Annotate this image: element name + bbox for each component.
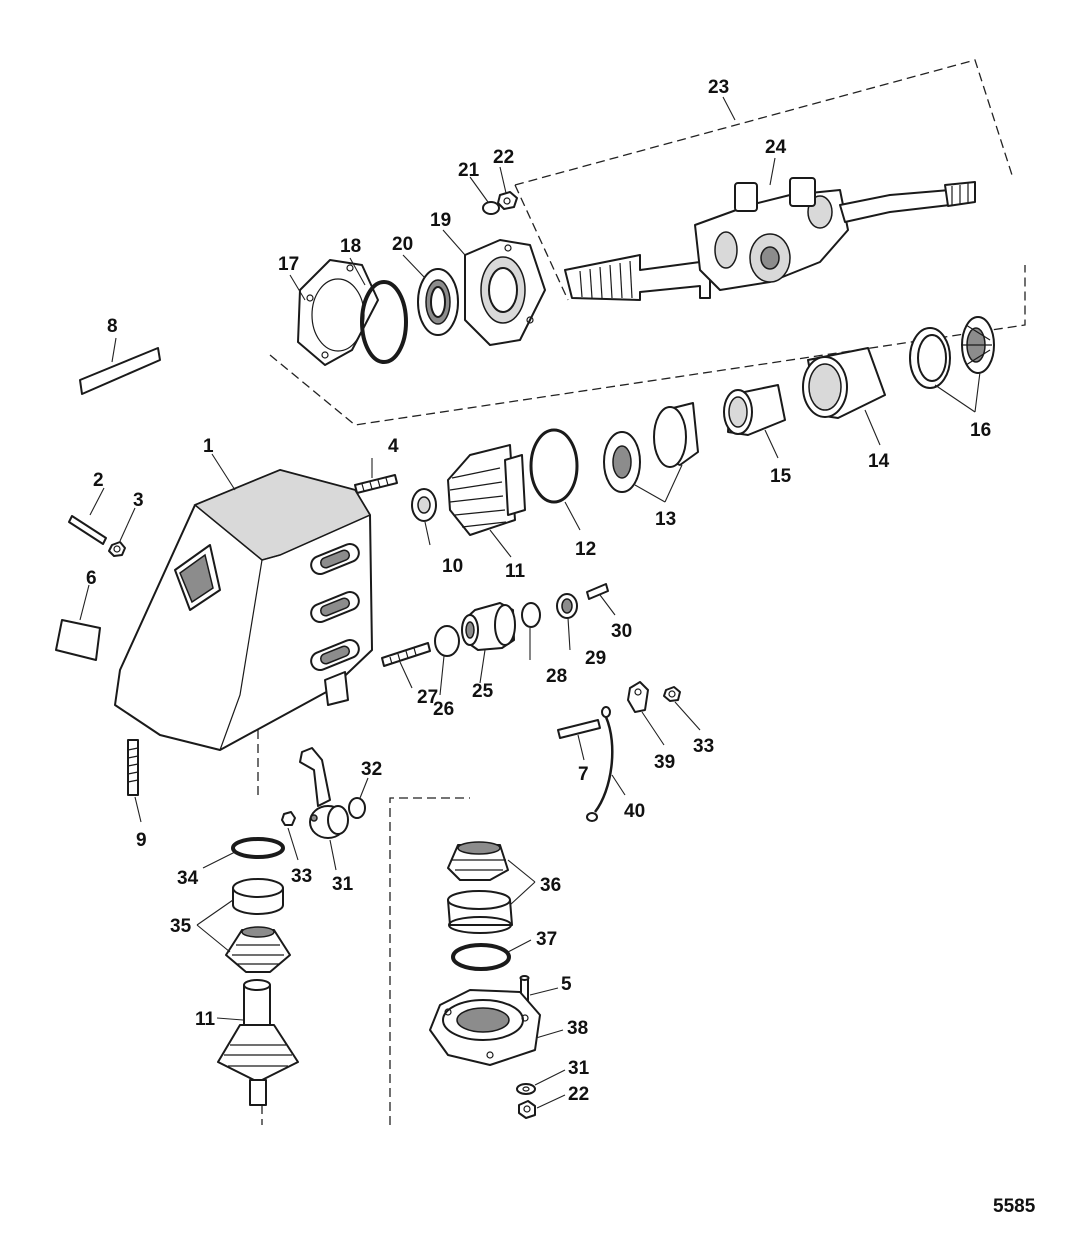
figure-number: 5585 <box>993 1196 1036 1217</box>
part-37-o-ring <box>451 943 511 971</box>
part-36-bearing-cone <box>447 841 509 881</box>
part-38-bearing-carrier <box>429 989 541 1066</box>
part-8-key-bar <box>79 347 161 395</box>
part-25-cartridge <box>461 602 516 651</box>
callout-14: 14 <box>868 451 890 472</box>
callout-8: 8 <box>107 316 118 337</box>
part-29-seal <box>556 593 578 619</box>
part-1-housing <box>114 469 373 751</box>
callout-26: 26 <box>433 699 454 720</box>
part-33-nut-left <box>281 811 296 826</box>
part-13-bearing-cone <box>603 431 641 493</box>
part-18-o-ring <box>360 280 408 364</box>
callout-35: 35 <box>170 916 192 937</box>
callout-24: 24 <box>765 137 787 158</box>
callout-34: 34 <box>177 868 199 889</box>
callout-4: 4 <box>388 436 399 457</box>
part-31-shift-lever <box>299 747 349 839</box>
part-26-o-ring <box>434 625 460 657</box>
part-35-bearing-cone <box>225 926 291 973</box>
callout-36: 36 <box>540 875 561 896</box>
part-7-screw <box>557 719 601 739</box>
callout-23: 23 <box>708 77 729 98</box>
part-21-washer <box>482 201 500 215</box>
part-27-stud <box>381 642 431 667</box>
part-15-sleeve <box>723 384 786 436</box>
callout-21: 21 <box>458 160 480 181</box>
part-4-stud <box>354 474 398 494</box>
part-6-decal <box>55 619 101 661</box>
callout-37: 37 <box>536 929 557 950</box>
callout-6: 6 <box>86 568 97 589</box>
callout-7: 7 <box>578 764 589 785</box>
callout-20: 20 <box>392 234 413 255</box>
callout-5: 5 <box>561 974 572 995</box>
part-16-bearing-cup <box>909 327 951 389</box>
part-32-o-ring <box>348 797 366 819</box>
callout-31-lower: 31 <box>568 1058 590 1079</box>
callout-11-upper: 11 <box>505 561 526 582</box>
bracket-lower-housing <box>257 730 470 1125</box>
part-13-bearing-cup <box>653 402 699 468</box>
part-31-washer-lower <box>516 1083 536 1095</box>
part-12-o-ring <box>529 428 579 504</box>
part-30-screw <box>586 583 609 600</box>
callout-22-lower: 22 <box>568 1084 589 1105</box>
leader-lines <box>79 96 981 1109</box>
callout-33-left: 33 <box>291 866 312 887</box>
part-34-o-ring <box>231 837 285 859</box>
part-22-nut-upper <box>497 191 518 210</box>
part-3-nut <box>108 541 126 557</box>
part-17-gasket <box>297 259 379 366</box>
part-19-bearing-cover <box>464 239 546 346</box>
callout-1: 1 <box>203 436 214 457</box>
callout-9: 9 <box>136 830 147 851</box>
part-11-bevel-gear-upper <box>447 444 526 536</box>
part-2-bolt <box>68 515 107 545</box>
callout-40: 40 <box>624 801 645 822</box>
callout-18: 18 <box>340 236 361 257</box>
callout-38: 38 <box>567 1018 588 1039</box>
callout-11-lower: 11 <box>195 1009 216 1030</box>
callout-39: 39 <box>654 752 675 773</box>
callout-29: 29 <box>585 648 606 669</box>
callout-28: 28 <box>546 666 567 687</box>
callout-13: 13 <box>655 509 676 530</box>
callout-3: 3 <box>133 490 144 511</box>
callout-32: 32 <box>361 759 382 780</box>
callout-labels: 1 2 3 4 5 6 7 8 9 10 11 11 12 13 14 15 1… <box>86 77 991 1105</box>
assembly-bracket-23 <box>269 59 1026 426</box>
part-11-pinion-gear-lower <box>217 979 299 1106</box>
callout-30: 30 <box>611 621 632 642</box>
part-9-stud <box>127 739 139 796</box>
callout-2: 2 <box>93 470 104 491</box>
part-39-bracket <box>627 681 649 713</box>
callout-19: 19 <box>430 210 451 231</box>
callout-17: 17 <box>278 254 299 275</box>
part-22-nut-lower <box>518 1100 536 1119</box>
callout-10: 10 <box>442 556 463 577</box>
part-14-spacer-cylinder <box>802 347 886 419</box>
part-36-bearing-cup <box>447 890 513 934</box>
callout-15: 15 <box>770 466 792 487</box>
part-10-nut <box>411 488 437 522</box>
callout-16: 16 <box>970 420 991 441</box>
part-40-ground-wire <box>586 706 614 822</box>
callout-33-right: 33 <box>693 736 714 757</box>
callout-12: 12 <box>575 539 596 560</box>
callout-22-upper: 22 <box>493 147 514 168</box>
callout-31-upper: 31 <box>332 874 354 895</box>
part-28-o-ring <box>521 602 541 628</box>
callout-27: 27 <box>417 687 438 708</box>
part-24-driveshaft <box>564 177 976 301</box>
part-20-seal <box>417 268 459 336</box>
part-33-nut-right <box>663 686 681 702</box>
part-35-bearing-cup <box>232 878 284 915</box>
callout-25: 25 <box>472 681 494 702</box>
part-16-bearing-cone <box>961 316 995 374</box>
